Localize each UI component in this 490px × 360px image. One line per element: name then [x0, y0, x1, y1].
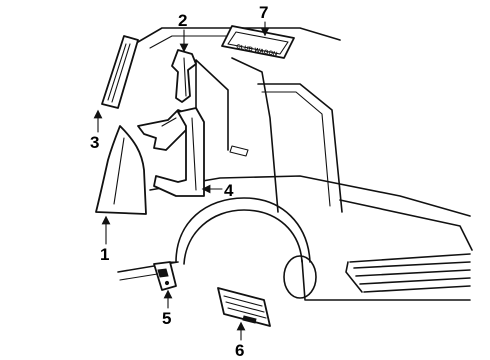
part-6-side-molding [217, 287, 271, 327]
part-1-splash-shield [95, 125, 147, 215]
callout-7: 7 [259, 3, 268, 22]
callout-labels: 1 2 3 4 5 6 7 [90, 3, 268, 360]
callout-5: 5 [162, 309, 171, 328]
part-3-pillar-molding [101, 35, 139, 109]
callout-1: 1 [100, 245, 109, 264]
callout-leaders [93, 21, 270, 341]
part-7-emblem: CLUB WAGON [221, 25, 295, 59]
callout-6: 6 [235, 341, 244, 360]
part-4-arch-molding [153, 107, 205, 197]
part-2-bracket [137, 109, 189, 151]
callout-4: 4 [224, 181, 234, 200]
part-5-clip [153, 261, 177, 291]
callout-2: 2 [178, 11, 187, 30]
vehicle-body-outline [117, 27, 473, 301]
callout-3: 3 [90, 133, 99, 152]
part-2-window-molding [171, 49, 197, 103]
